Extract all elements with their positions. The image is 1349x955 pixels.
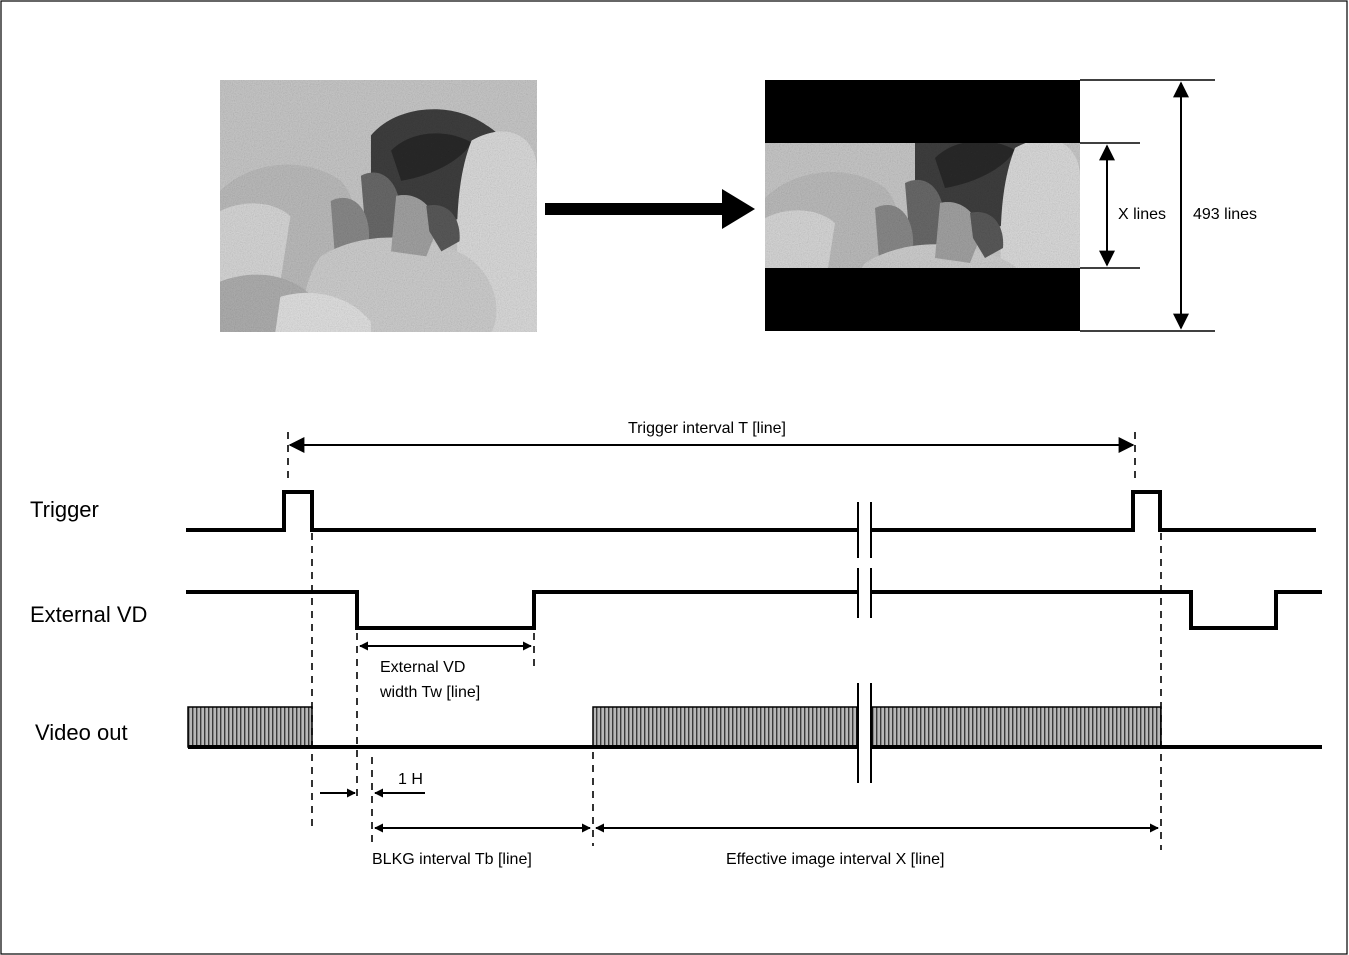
top-black-band: [765, 80, 1080, 143]
video-active-block-1: [187, 706, 313, 748]
vd-width-label-line2: width Tw [line]: [379, 684, 480, 701]
reference-dashes: [311, 533, 1162, 850]
break-marks: [857, 500, 872, 783]
x-lines-label: X lines: [1118, 206, 1166, 223]
vd-width-label-line1: External VD: [380, 659, 465, 676]
video-active-block-3: [871, 706, 1162, 748]
total-lines-label: 493 lines: [1193, 206, 1257, 223]
effective-interval-label: Effective image interval X [line]: [726, 851, 944, 868]
trigger-interval-label: Trigger interval T [line]: [628, 420, 786, 437]
blkg-interval-label: BLKG interval Tb [line]: [372, 851, 532, 868]
dimension-lines: [1080, 79, 1215, 332]
transform-arrow: [545, 189, 755, 229]
external-vd-waveform-right: [871, 590, 1322, 630]
trigger-waveform-left: [186, 490, 859, 532]
external-vd-waveform-left: [186, 590, 859, 630]
signal-label-external-vd: External VD: [30, 602, 147, 627]
trigger-waveform-right: [871, 490, 1316, 532]
bottom-black-band: [765, 268, 1080, 331]
video-active-block-2: [592, 706, 858, 748]
one-h-label: 1 H: [398, 771, 423, 788]
source-photo: [220, 80, 537, 332]
signal-label-trigger: Trigger: [30, 497, 99, 522]
signal-label-video-out: Video out: [35, 720, 128, 745]
output-frame: [765, 80, 1080, 331]
